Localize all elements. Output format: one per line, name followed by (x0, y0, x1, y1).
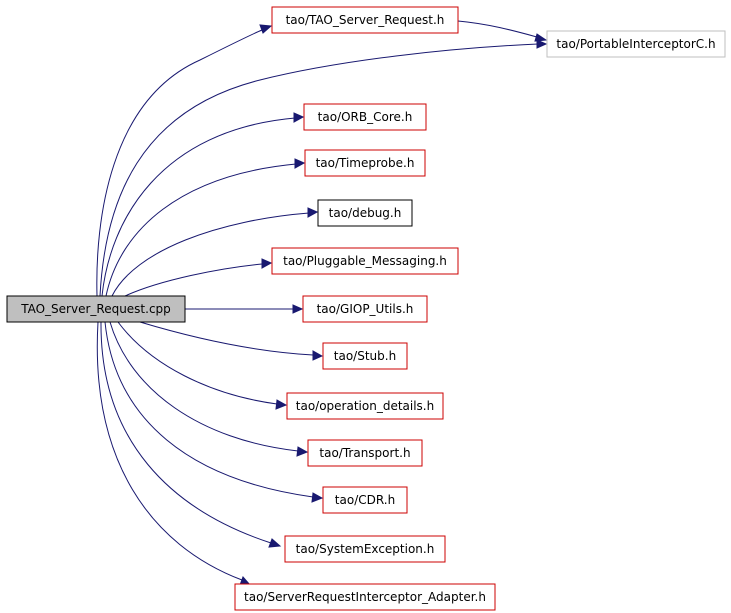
arrowhead-operation-details-h (275, 399, 288, 410)
node-label: tao/GIOP_Utils.h (317, 302, 414, 316)
edge-root-to-server-request-interceptor-adapter-h (96, 321, 243, 581)
node-tao-server-request-h[interactable]: tao/TAO_Server_Request.h (271, 6, 459, 34)
node-label: tao/operation_details.h (296, 399, 434, 413)
edge-root-to-cdr-h (104, 321, 314, 498)
node-label: tao/debug.h (329, 206, 402, 220)
node-label: tao/ServerRequestInterceptor_Adapter.h (244, 590, 486, 604)
edge-root-to-pluggable-messaging-h (124, 263, 263, 297)
node-transport-h[interactable]: tao/Transport.h (307, 439, 423, 467)
node-label: tao/Stub.h (334, 349, 396, 363)
node-label: tao/Timeprobe.h (316, 156, 415, 170)
arrowhead-timeprobe-h (294, 158, 306, 169)
edge-root-to-transport-h (109, 321, 299, 452)
node-label: tao/ORB_Core.h (318, 110, 413, 124)
node-operation-details-h[interactable]: tao/operation_details.h (286, 392, 444, 420)
node-pluggable-messaging-h[interactable]: tao/Pluggable_Messaging.h (271, 247, 459, 275)
arrowhead-stub-h (312, 350, 324, 361)
node-label: tao/CDR.h (335, 493, 395, 507)
node-stub-h[interactable]: tao/Stub.h (322, 342, 408, 370)
arrowhead-portable-interceptor-c-h-from-tao-server-request-h (534, 33, 548, 42)
arrowhead-tao-server-request-h (259, 24, 273, 34)
edge-root-to-operation-details-h (117, 321, 278, 405)
edge-root-to-portable-interceptor-c-h (99, 43, 539, 297)
edge-root-to-stub-h (139, 321, 314, 356)
edge-root-to-tao-server-request-h (96, 29, 263, 297)
edge-tao-server-request-h-to-portable-interceptor-c-h (457, 20, 538, 38)
edge-root-to-debug-h (111, 212, 310, 297)
edge-root-to-orb-core-h (101, 117, 296, 297)
node-server-request-interceptor-adapter-h[interactable]: tao/ServerRequestInterceptor_Adapter.h (234, 583, 496, 611)
arrowhead-debug-h (307, 207, 319, 218)
arrowhead-system-exception-h (268, 538, 282, 548)
node-cdr-h[interactable]: tao/CDR.h (322, 486, 408, 514)
node-system-exception-h[interactable]: tao/SystemException.h (284, 535, 446, 563)
node-debug-h[interactable]: tao/debug.h (317, 199, 413, 227)
edge-root-to-timeprobe-h (105, 163, 297, 297)
node-portable-interceptor-c-h[interactable]: tao/PortableInterceptorC.h (546, 30, 726, 58)
edges-layer (96, 20, 548, 586)
node-timeprobe-h[interactable]: tao/Timeprobe.h (304, 149, 426, 177)
node-label: tao/PortableInterceptorC.h (556, 37, 715, 51)
node-label: tao/Transport.h (319, 446, 410, 460)
node-label: tao/SystemException.h (296, 542, 435, 556)
node-orb-core-h[interactable]: tao/ORB_Core.h (303, 103, 427, 131)
arrowhead-giop-utils-h (292, 304, 304, 314)
arrowhead-portable-interceptor-c-h-from-root (536, 39, 548, 49)
nodes-layer: TAO_Server_Request.cpp tao/TAO_Server_Re… (6, 6, 726, 611)
node-root-label: TAO_Server_Request.cpp (20, 302, 171, 316)
node-giop-utils-h[interactable]: tao/GIOP_Utils.h (302, 295, 428, 323)
edge-root-to-system-exception-h (100, 321, 272, 544)
node-root[interactable]: TAO_Server_Request.cpp (6, 295, 186, 323)
node-label: tao/Pluggable_Messaging.h (283, 254, 447, 268)
arrowhead-transport-h (296, 446, 309, 457)
node-label: tao/TAO_Server_Request.h (286, 13, 445, 27)
arrowhead-cdr-h (311, 492, 324, 503)
arrowhead-pluggable-messaging-h (261, 258, 273, 269)
arrowhead-orb-core-h (293, 112, 305, 123)
